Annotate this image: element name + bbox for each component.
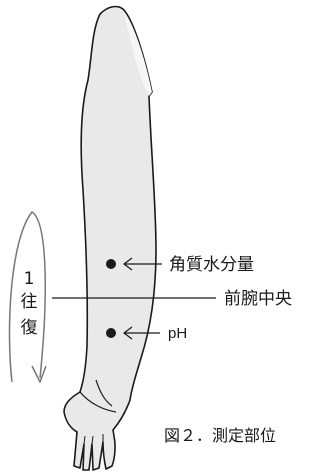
corneum-water-point [106,259,116,269]
figure-caption: 図２．測定部位 [164,426,276,445]
ph-label: pH [168,325,187,342]
round-trip-arrow: 1 往 復 [9,212,46,382]
forearm-center-label: 前腕中央 [224,289,292,309]
round-trip-char1: 往 [21,292,38,312]
round-trip-number: 1 [24,269,35,289]
ph-point [106,328,116,338]
round-trip-char2: 復 [21,318,38,338]
corneum-water-label: 角質水分量 [169,255,254,275]
round-trip-arrowhead [32,366,46,382]
arm-illustration [64,7,156,470]
